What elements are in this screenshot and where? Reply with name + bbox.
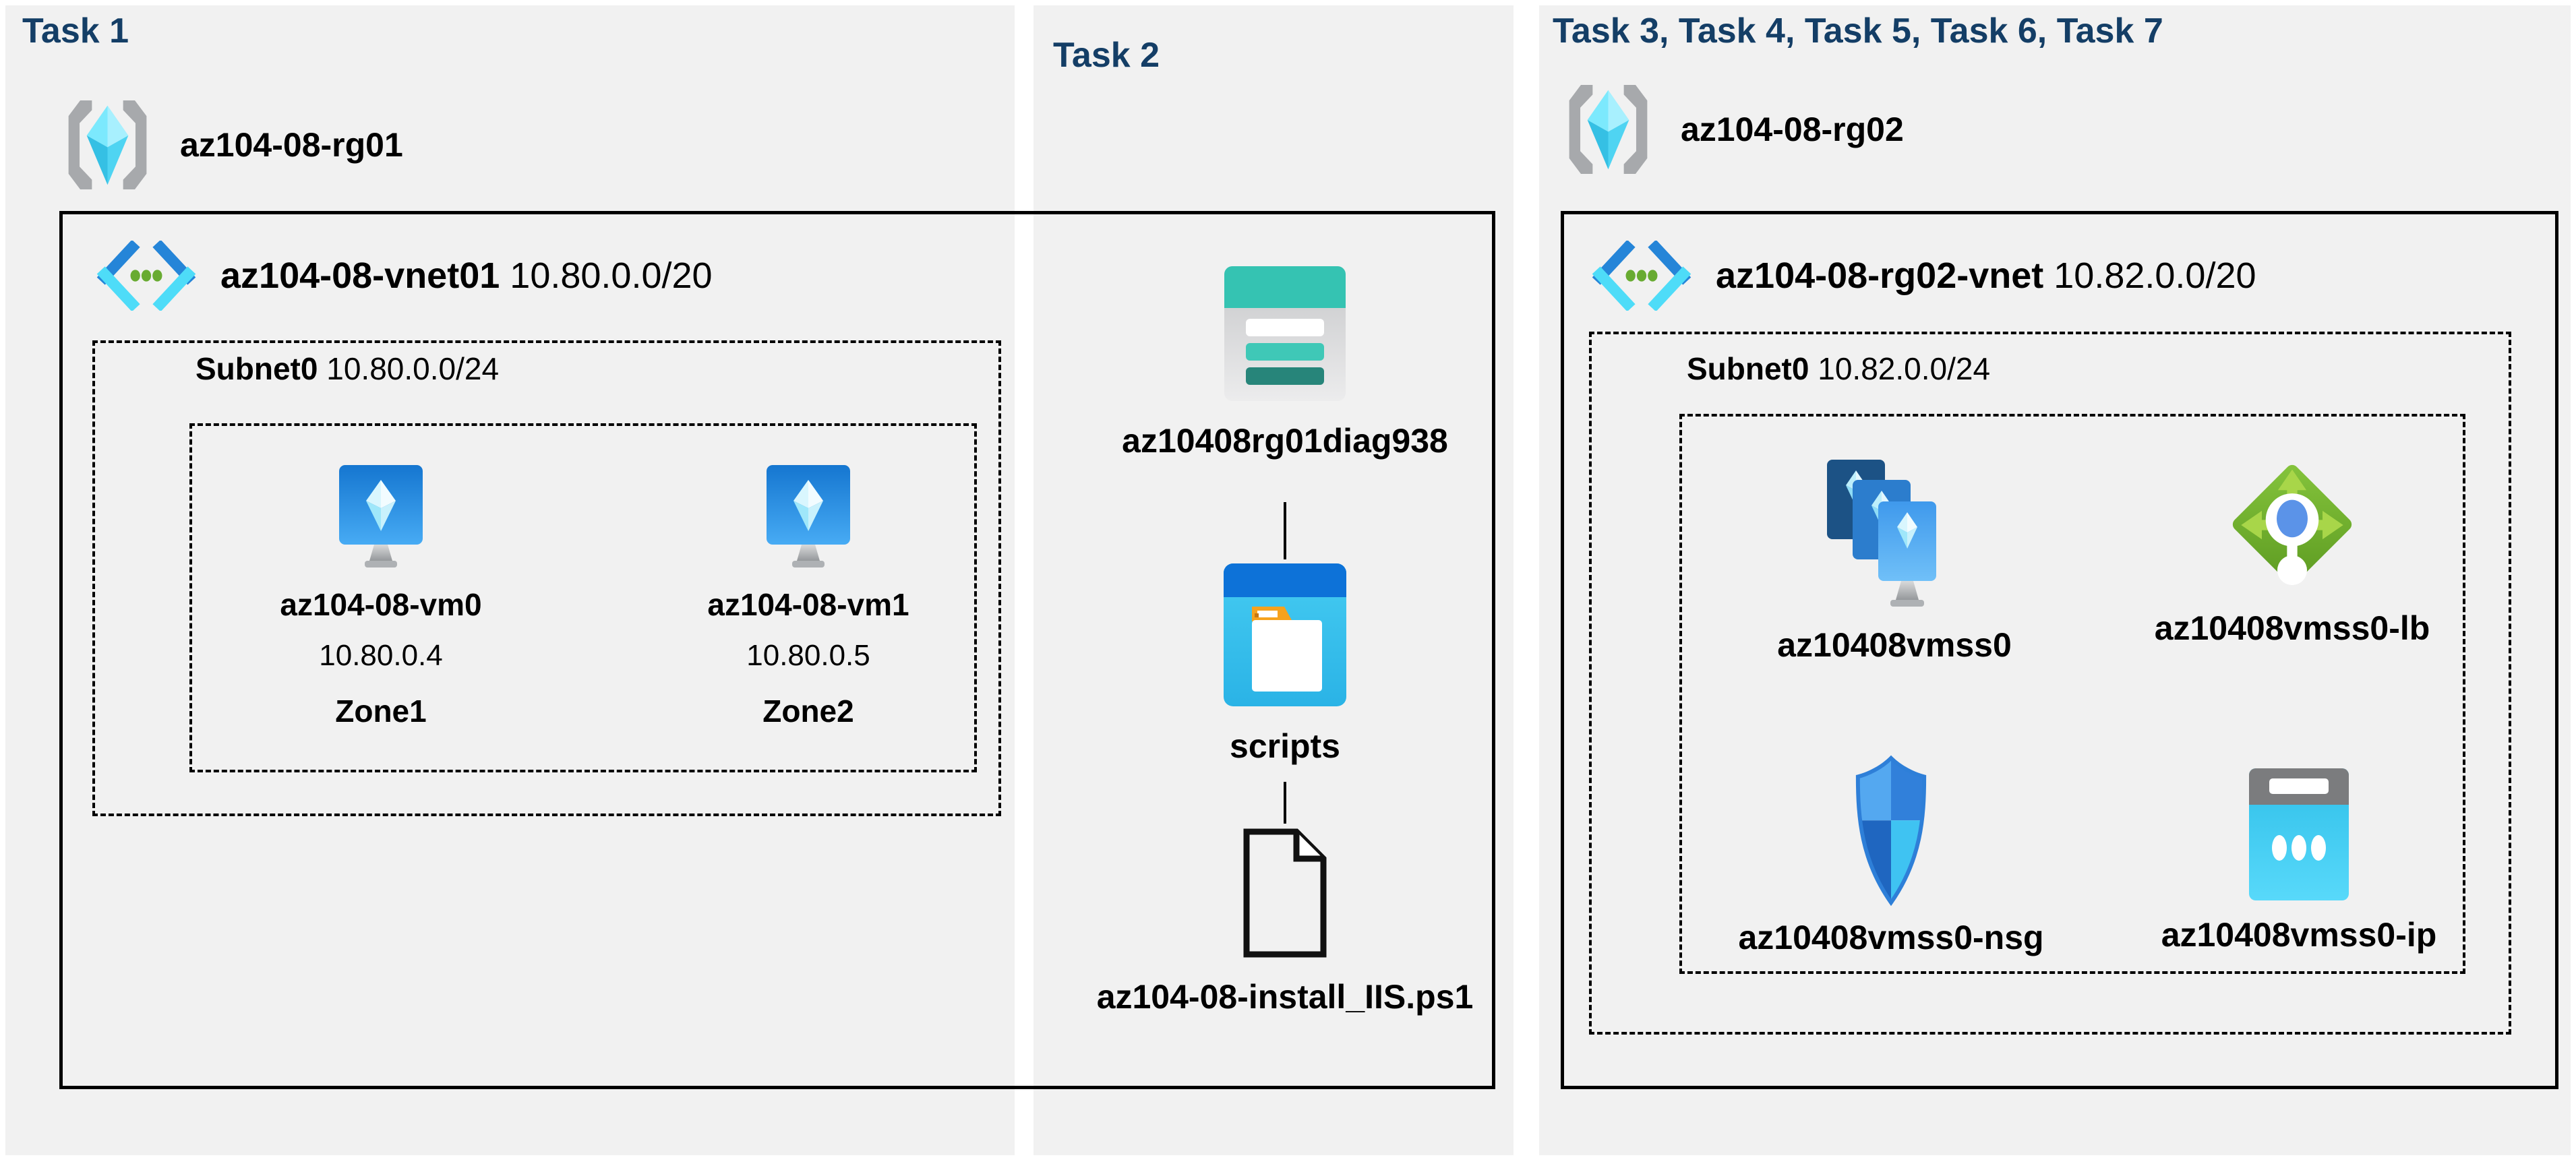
resource-group-rg02: az104-08-rg02 bbox=[1563, 82, 1904, 177]
resource-group-icon bbox=[62, 98, 153, 192]
blob-container-node: scripts bbox=[1150, 563, 1420, 766]
task1-title: Task 1 bbox=[22, 11, 129, 51]
script-file-node: az104-08-install_IIS.ps1 bbox=[1069, 828, 1501, 1016]
nsg-name: az10408vmss0-nsg bbox=[1738, 919, 2044, 956]
vm-node-1: az104-08-vm1 10.80.0.5 Zone2 bbox=[673, 465, 943, 729]
task3-panel bbox=[1539, 5, 2571, 1155]
vnet01-boundary bbox=[59, 211, 1495, 1089]
vm-node-0: az104-08-vm0 10.80.0.4 Zone1 bbox=[246, 465, 516, 729]
vm-zone: Zone1 bbox=[335, 694, 427, 729]
vnet01-row: az104-08-vnet01 10.80.0.0/20 bbox=[96, 241, 713, 311]
vm-name: az104-08-vm0 bbox=[280, 587, 482, 622]
resource-group-name: az104-08-rg01 bbox=[180, 126, 403, 164]
blob-container-icon bbox=[1224, 563, 1346, 706]
resource-group-rg01: az104-08-rg01 bbox=[62, 98, 403, 192]
task1-panel bbox=[5, 5, 1015, 1155]
virtual-machine-icon bbox=[767, 465, 850, 569]
resource-group-name: az104-08-rg02 bbox=[1681, 111, 1904, 148]
storage-account-icon bbox=[1224, 266, 1346, 401]
subnet-label: Subnet0 10.82.0.0/24 bbox=[1687, 350, 1990, 387]
rg02-vnet-boundary bbox=[1561, 211, 2558, 1089]
availability-zone-box bbox=[189, 423, 977, 772]
subnet-label: Subnet0 10.80.0.0/24 bbox=[196, 350, 499, 387]
load-balancer-name: az10408vmss0-lb bbox=[2154, 609, 2430, 647]
rg02-vnet-row: az104-08-rg02-vnet 10.82.0.0/20 bbox=[1592, 241, 2256, 311]
subnet-cidr: 10.82.0.0/24 bbox=[1818, 351, 1991, 386]
task3-title: Task 3, Task 4, Task 5, Task 6, Task 7 bbox=[1553, 11, 2163, 51]
vmss-node: az10408vmss0 bbox=[1760, 460, 2029, 665]
nsg-node: az10408vmss0-nsg bbox=[1738, 754, 2044, 957]
vmss-name: az10408vmss0 bbox=[1777, 626, 2012, 664]
public-ip-name: az10408vmss0-ip bbox=[2161, 916, 2437, 954]
public-ip-icon bbox=[2249, 768, 2349, 900]
vnet-label: az104-08-vnet01 10.80.0.0/20 bbox=[220, 255, 713, 297]
subnet0-box-rg01 bbox=[92, 340, 1001, 816]
vm-name: az104-08-vm1 bbox=[707, 587, 909, 622]
virtual-network-icon bbox=[96, 241, 196, 311]
storage-account-name: az10408rg01diag938 bbox=[1122, 422, 1448, 460]
network-security-group-icon bbox=[1851, 754, 1931, 907]
task2-title: Task 2 bbox=[1053, 36, 1160, 75]
virtual-network-icon bbox=[1592, 241, 1691, 311]
vnet-name: az104-08-rg02-vnet bbox=[1716, 255, 2044, 296]
file-icon bbox=[1242, 828, 1327, 958]
vnet-name: az104-08-vnet01 bbox=[220, 255, 500, 296]
vm-ip: 10.80.0.4 bbox=[319, 639, 443, 672]
vnet-cidr: 10.82.0.0/20 bbox=[2054, 255, 2256, 296]
vmss-resources-box bbox=[1679, 414, 2465, 974]
load-balancer-icon bbox=[2231, 460, 2354, 590]
script-file-name: az104-08-install_IIS.ps1 bbox=[1096, 978, 1474, 1016]
subnet-name: Subnet0 bbox=[1687, 351, 1809, 386]
public-ip-node: az10408vmss0-ip bbox=[2151, 768, 2447, 954]
vm-scale-set-icon bbox=[1827, 460, 1962, 616]
vm-ip: 10.80.0.5 bbox=[746, 639, 870, 672]
subnet0-box-rg02 bbox=[1589, 332, 2511, 1035]
vnet-label: az104-08-rg02-vnet 10.82.0.0/20 bbox=[1716, 255, 2256, 297]
resource-group-icon bbox=[1563, 82, 1654, 177]
connector-storage-to-scripts bbox=[1284, 502, 1286, 559]
connector-scripts-to-file bbox=[1284, 782, 1286, 824]
load-balancer-node: az10408vmss0-lb bbox=[2154, 460, 2430, 648]
subnet-name: Subnet0 bbox=[196, 351, 318, 386]
subnet-cidr: 10.80.0.0/24 bbox=[326, 351, 500, 386]
storage-account-node: az10408rg01diag938 bbox=[1122, 266, 1448, 460]
vm-zone: Zone2 bbox=[762, 694, 854, 729]
virtual-machine-icon bbox=[339, 465, 423, 569]
container-name: scripts bbox=[1230, 727, 1340, 765]
vnet-cidr: 10.80.0.0/20 bbox=[510, 255, 713, 296]
